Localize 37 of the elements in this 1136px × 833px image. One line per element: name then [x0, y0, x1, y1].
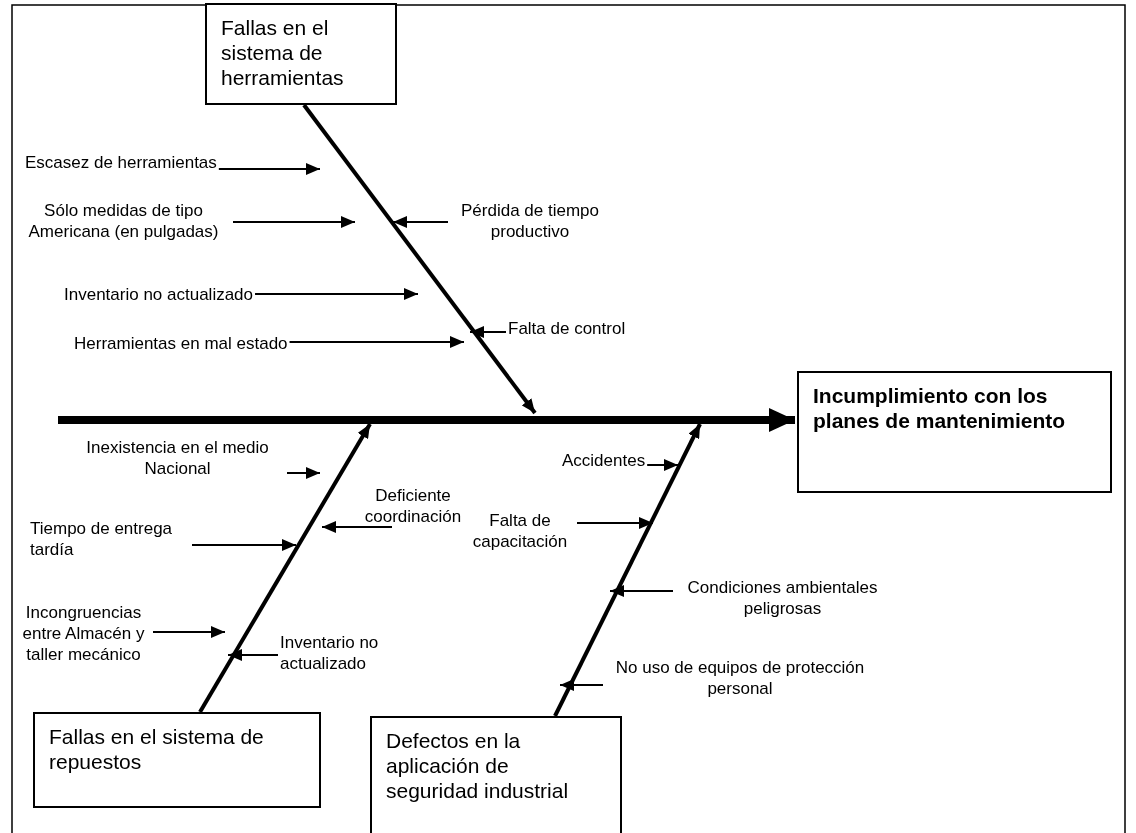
cause-label: Inexistencia en el medio Nacional [70, 437, 285, 479]
cause-label: Tiempo de entrega tardía [30, 518, 190, 560]
arrow [469, 326, 507, 338]
bone-arrow [302, 103, 537, 415]
cause-label: Falta de control [508, 318, 626, 339]
cause-label: Accidentes [562, 450, 646, 471]
cause-label: Sólo medidas de tipo Americana (en pulgadas) [16, 200, 231, 242]
category-box: Fallas en el sistema de herramientas [205, 3, 397, 105]
cause-label: Falta de capacitación [465, 510, 575, 552]
arrow [288, 336, 465, 348]
arrow [191, 539, 297, 551]
arrow [576, 517, 654, 529]
cause-label: Incongruencias entre Almacén y taller mecánico [16, 602, 151, 665]
arrow [392, 216, 449, 228]
category-box: Fallas en el sistema de repuestos [33, 712, 321, 808]
arrow [152, 626, 226, 638]
arrow [286, 467, 321, 479]
arrow [232, 216, 356, 228]
cause-label: Inventario no actualizado [280, 632, 400, 674]
cause-label: No uso de equipos de protección personal [605, 657, 875, 699]
bone-arrow [553, 423, 702, 717]
cause-label: Deficiente coordinación [358, 485, 468, 527]
cause-label: Herramientas en mal estado [74, 333, 288, 354]
arrow [227, 649, 279, 661]
bone-arrow [198, 423, 372, 713]
cause-label: Escasez de herramientas [25, 152, 217, 173]
arrow [254, 288, 419, 300]
category-box: Incumplimiento con los planes de mantenimiento [797, 371, 1112, 493]
cause-label: Condiciones ambientales peligrosas [675, 577, 890, 619]
cause-label: Pérdida de tiempo productivo [450, 200, 610, 242]
category-box: Defectos en la aplicación de seguridad industrial [370, 716, 622, 833]
arrow [646, 459, 679, 471]
arrow [217, 163, 321, 175]
arrow [559, 679, 604, 691]
cause-label: Inventario no actualizado [64, 284, 254, 305]
arrow [321, 521, 393, 533]
arrow [609, 585, 674, 597]
